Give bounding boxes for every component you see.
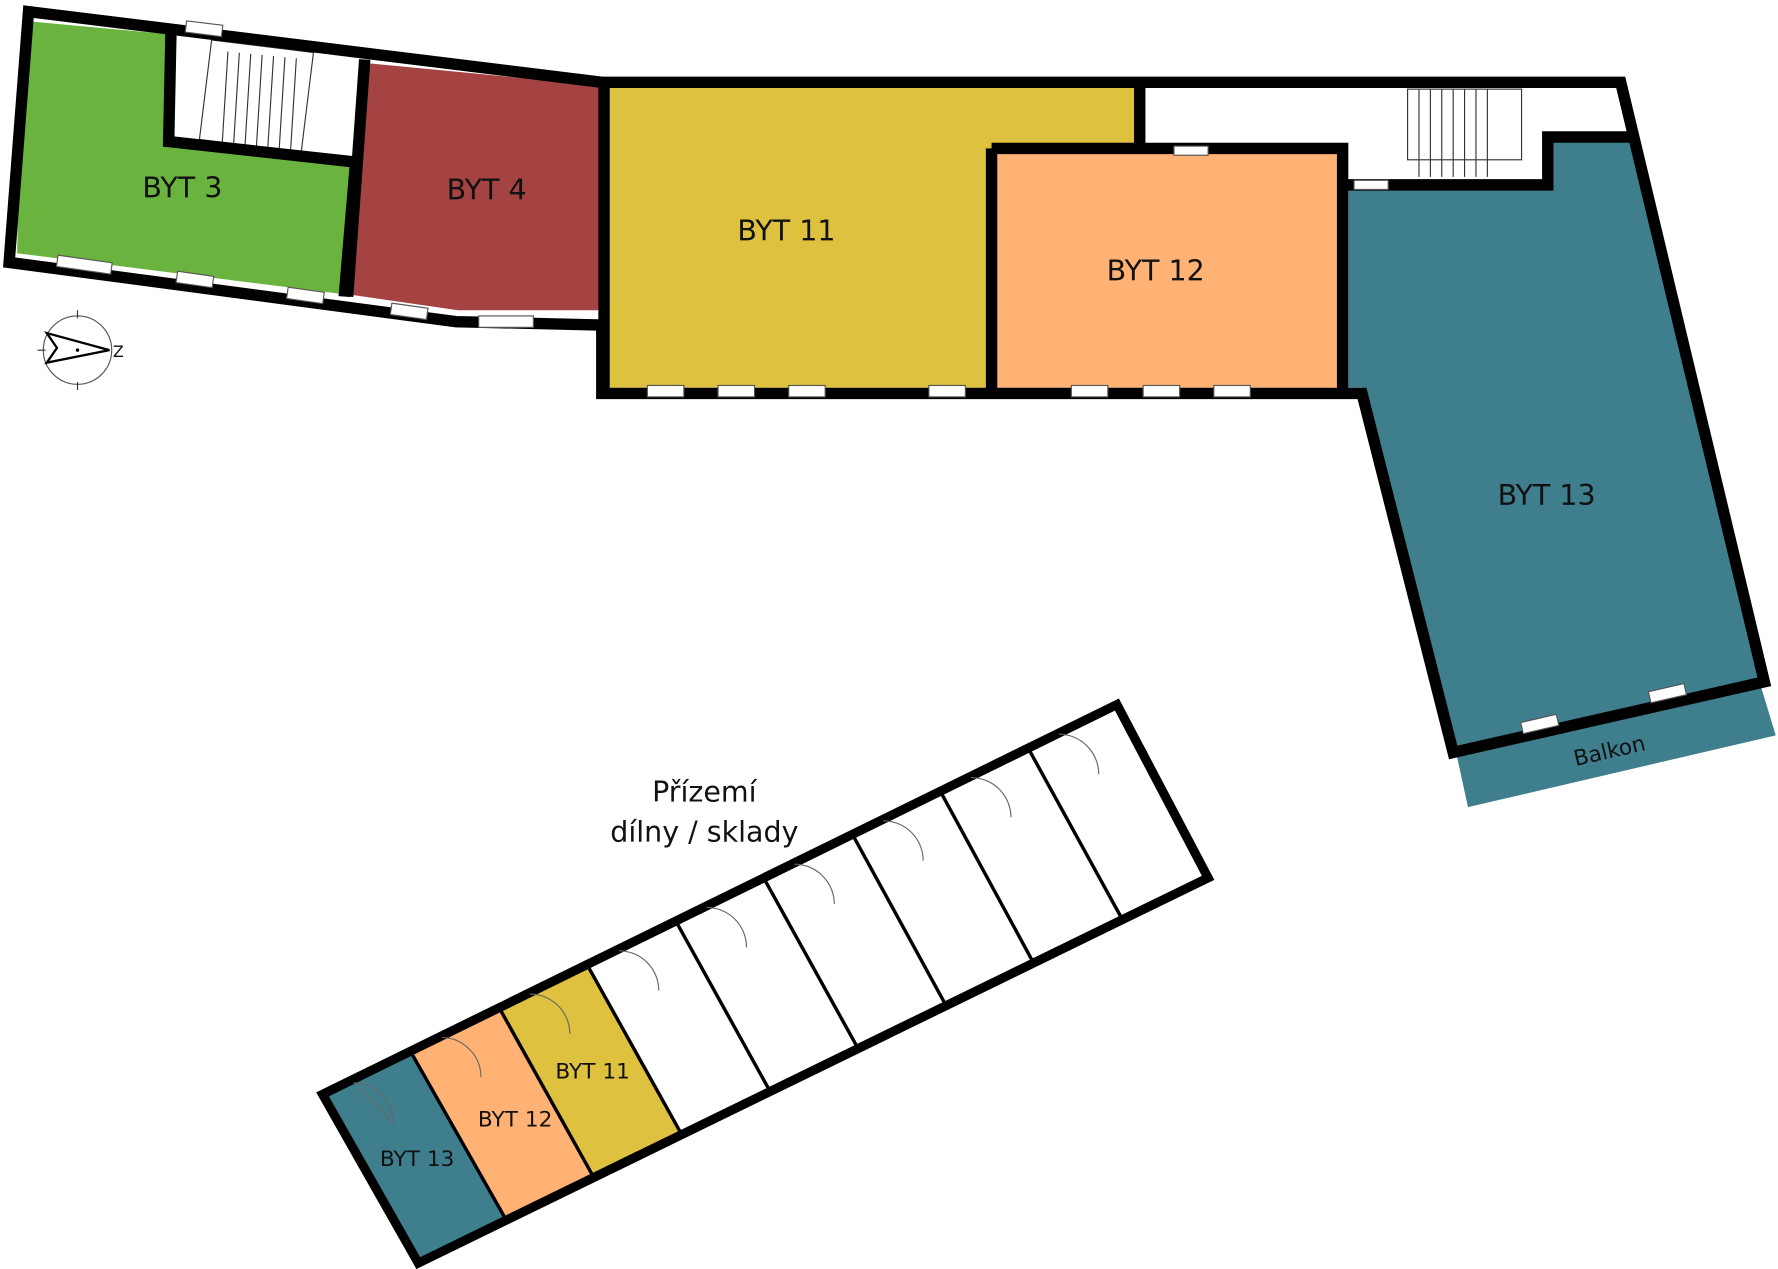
- ground-unit-label: BYT 11: [555, 1059, 630, 1084]
- unit-label: BYT 13: [1498, 479, 1596, 512]
- ground-floor-title: Přízemí: [652, 775, 758, 808]
- windows: [55, 20, 1688, 735]
- unit-label: BYT 11: [737, 215, 835, 248]
- staircase-east: [1344, 85, 1545, 183]
- unit-byt-12[interactable]: [994, 151, 1342, 388]
- unit-byt-3[interactable]: [17, 20, 354, 295]
- ground-unit-label: BYT 13: [380, 1147, 455, 1172]
- ground-walls: [316, 698, 1215, 1269]
- ground-floor-subtitle: dílny / sklady: [610, 815, 798, 848]
- compass-icon: Z: [37, 310, 124, 391]
- ground-unit-byt-13[interactable]: [322, 1051, 507, 1264]
- ground-floor: Přízemí dílny / sklady BYT 13 BYT 12 BYT…: [316, 698, 1215, 1269]
- upper-floor: BYT 3 BYT 4 BYT 11 BYT 12 BYT 13 Balkon: [3, 5, 1776, 808]
- unit-byt-13[interactable]: [1348, 134, 1761, 747]
- ground-unit-byt-12[interactable]: [410, 1007, 594, 1220]
- ground-doors: [353, 733, 1100, 1125]
- unit-label: BYT 12: [1107, 255, 1205, 288]
- ground-unit-byt-11[interactable]: [499, 964, 682, 1178]
- staircase-west: [168, 34, 365, 158]
- corridor: [1139, 89, 1343, 149]
- stairs-east-icon: [1407, 88, 1523, 177]
- unit-byt-4[interactable]: [347, 62, 602, 311]
- balcony: [1456, 686, 1776, 808]
- unit-byt-11[interactable]: [609, 85, 1140, 388]
- unit-label: BYT 4: [447, 174, 527, 207]
- unit-label: BYT 3: [142, 171, 222, 204]
- ground-unit-label: BYT 12: [478, 1107, 553, 1132]
- compass-label: Z: [113, 342, 124, 361]
